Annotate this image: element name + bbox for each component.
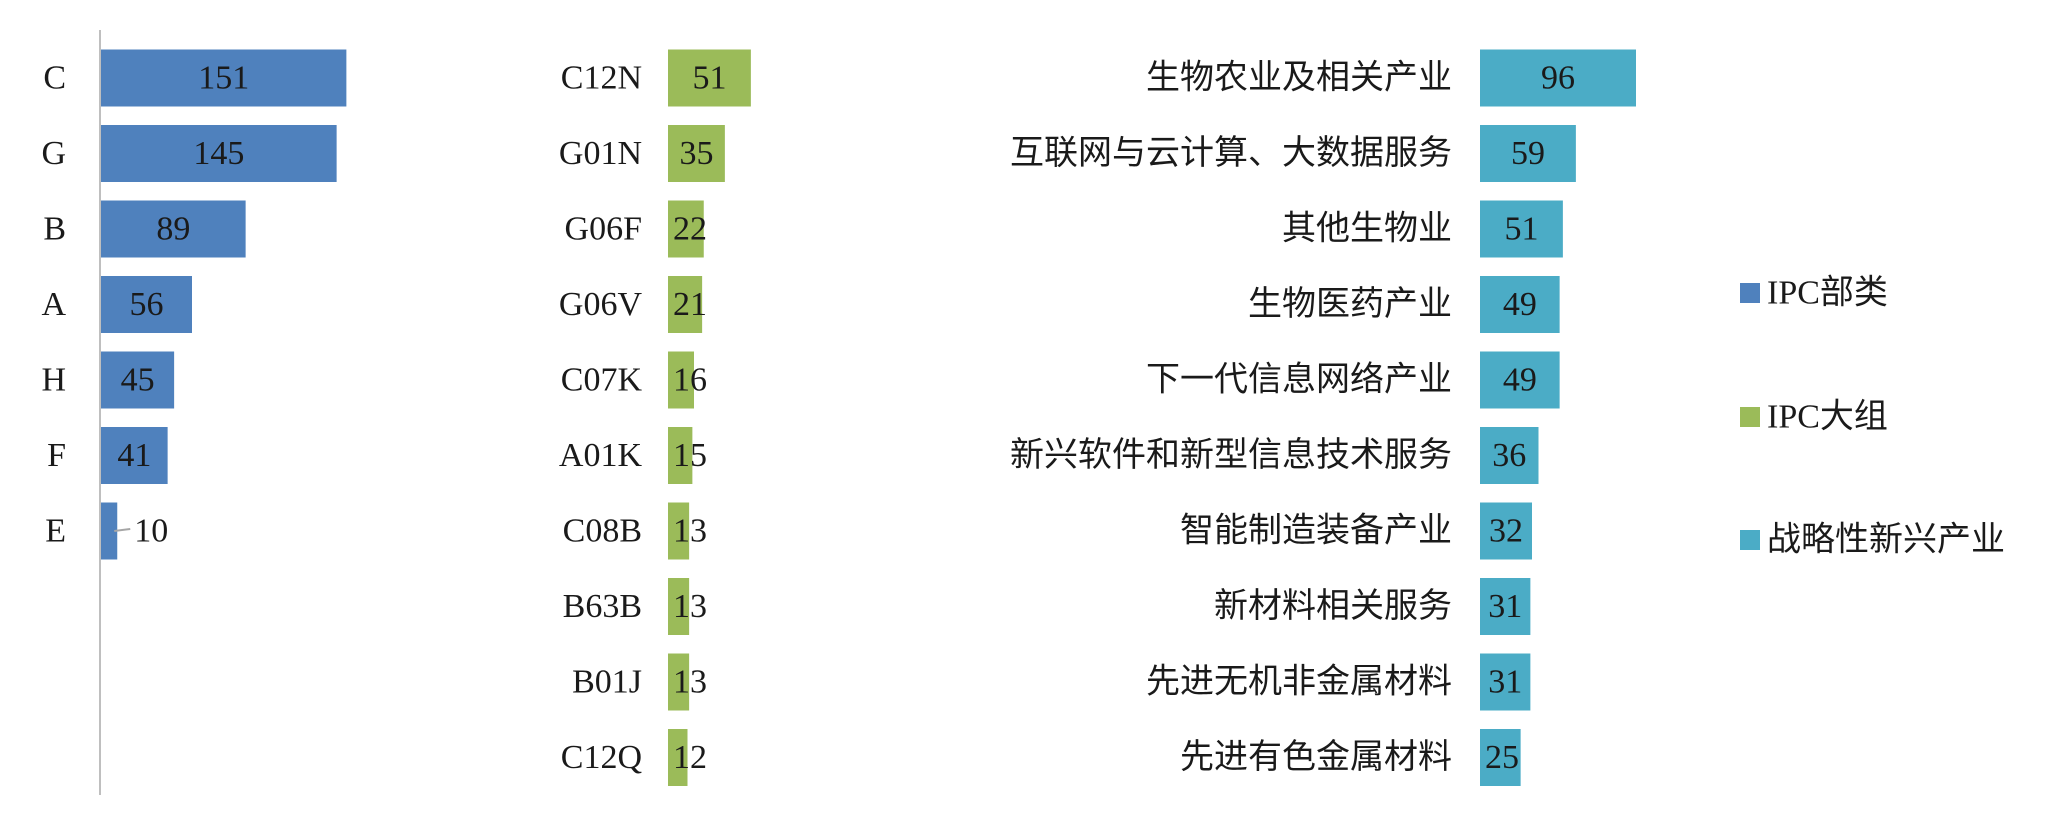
category-label: B <box>43 211 66 248</box>
bar <box>101 427 168 484</box>
bar <box>1480 502 1532 560</box>
data-label: 31 <box>1488 664 1522 701</box>
bar <box>668 427 693 484</box>
category-label: 先进有色金属材料 <box>1180 738 1452 776</box>
data-label: 32 <box>1489 513 1523 550</box>
category-label: 其他生物业 <box>1282 210 1452 248</box>
legend-item: IPC大组 <box>1740 398 1888 436</box>
data-label: 51 <box>692 60 726 97</box>
data-label: 13 <box>673 664 707 701</box>
data-label-leader <box>114 528 131 532</box>
category-label: G06V <box>559 286 643 323</box>
category-label: A01K <box>559 437 643 474</box>
category-label: G01N <box>559 135 642 172</box>
bar <box>668 276 703 333</box>
bar <box>1480 49 1636 107</box>
category-label: 先进无机非金属材料 <box>1146 663 1452 701</box>
legend-item: IPC部类 <box>1740 274 1888 312</box>
bar <box>668 351 694 409</box>
legend-swatch <box>1740 407 1760 427</box>
category-label: C <box>43 60 66 97</box>
category-label: 生物医药产业 <box>1248 285 1452 323</box>
category-label: C12Q <box>561 739 642 776</box>
bar <box>101 276 192 333</box>
legend-label: IPC大组 <box>1767 398 1888 436</box>
category-label: F <box>47 437 66 474</box>
data-label: 96 <box>1541 60 1575 97</box>
bar <box>1480 200 1563 258</box>
data-label: 12 <box>673 739 707 776</box>
category-label: H <box>41 362 66 399</box>
category-label: B01J <box>572 664 642 701</box>
legend-label: 战略性新兴产业 <box>1767 521 2005 559</box>
bar <box>668 653 690 711</box>
category-label: C08B <box>563 513 642 550</box>
bar <box>668 125 725 182</box>
data-label: 145 <box>193 135 244 172</box>
bar <box>1480 729 1521 786</box>
data-label: 15 <box>673 437 707 474</box>
bar <box>668 578 690 635</box>
bar <box>101 49 347 107</box>
legend-item: 战略性新兴产业 <box>1740 521 2005 559</box>
data-label: 45 <box>121 362 155 399</box>
category-label: G <box>41 135 66 172</box>
data-label: 22 <box>673 211 707 248</box>
category-label: B63B <box>563 588 642 625</box>
data-label: 49 <box>1503 362 1537 399</box>
data-label: 13 <box>673 513 707 550</box>
legend-swatch <box>1740 530 1760 550</box>
category-label: 新兴软件和新型信息技术服务 <box>1010 436 1452 474</box>
data-label: 25 <box>1485 739 1519 776</box>
category-label: 新材料相关服务 <box>1214 587 1452 625</box>
bar <box>1480 578 1531 635</box>
legend-label: IPC部类 <box>1767 274 1888 312</box>
bar <box>1480 125 1576 182</box>
data-label: 151 <box>198 60 249 97</box>
bar <box>101 502 118 560</box>
bar <box>1480 653 1531 711</box>
panel-3: 生物农业及相关产业 96 互联网与云计算、大数据服务 59 其他生物业 51 生物医药产业 4… <box>1010 49 1636 786</box>
data-label: 41 <box>117 437 151 474</box>
category-label: A <box>41 286 66 323</box>
data-label: 59 <box>1511 135 1545 172</box>
bar <box>1480 351 1560 409</box>
category-label: G06F <box>565 211 642 248</box>
legend-swatch <box>1740 283 1760 303</box>
data-label: 56 <box>130 286 164 323</box>
data-label: 51 <box>1504 211 1538 248</box>
category-label: 智能制造装备产业 <box>1180 512 1452 550</box>
category-label: E <box>45 513 66 550</box>
bar <box>668 200 704 258</box>
category-label: C12N <box>561 60 642 97</box>
data-label: 21 <box>673 286 707 323</box>
bar <box>101 351 175 409</box>
bar <box>101 200 246 258</box>
bar <box>668 502 690 560</box>
category-label: C07K <box>561 362 643 399</box>
bar <box>668 49 751 107</box>
data-label: 10 <box>134 513 168 550</box>
bar <box>101 125 337 182</box>
data-label: 36 <box>1492 437 1526 474</box>
category-label: 互联网与云计算、大数据服务 <box>1010 134 1452 172</box>
data-label: 35 <box>679 135 713 172</box>
bar <box>668 729 688 786</box>
data-label: 89 <box>156 211 190 248</box>
bar <box>1480 276 1560 333</box>
category-label: 生物农业及相关产业 <box>1146 59 1452 97</box>
bar <box>1480 427 1539 484</box>
data-label: 16 <box>673 362 707 399</box>
data-label: 13 <box>673 588 707 625</box>
data-label: 31 <box>1488 588 1522 625</box>
category-label: 下一代信息网络产业 <box>1146 361 1452 399</box>
data-label: 49 <box>1503 286 1537 323</box>
